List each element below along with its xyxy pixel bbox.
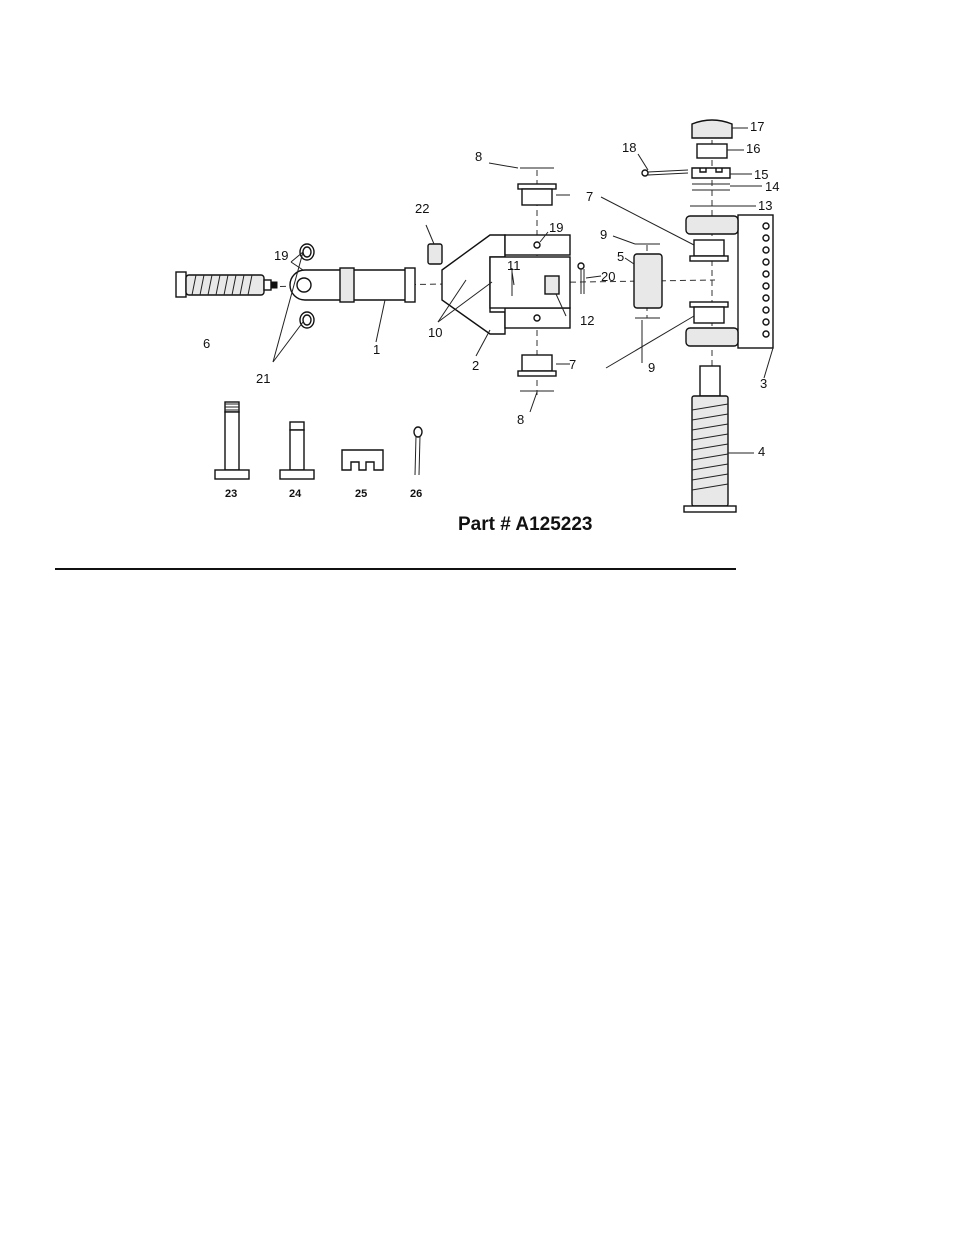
- label-25: 25: [355, 488, 367, 500]
- part-21-washers: [299, 243, 315, 329]
- part-3-outer-tube: [685, 214, 774, 349]
- label-2: 2: [472, 358, 479, 373]
- part-22-sleeve: [427, 243, 443, 265]
- part-20-pin: [577, 262, 585, 294]
- leader-lines: [272, 127, 774, 454]
- part-4-screw-leg: [683, 365, 737, 513]
- part-6-handle-screw: [175, 271, 278, 298]
- label-8-top: 8: [475, 149, 482, 164]
- horizontal-axis-line: [179, 279, 716, 289]
- part-7-bushing-bottom: [517, 354, 557, 392]
- label-23: 23: [225, 488, 237, 500]
- label-26: 26: [410, 488, 422, 500]
- part-number-labels: 1 2 3 4 5 6 7 7 8 8 9 9 10 11 12 13 14 1…: [203, 119, 779, 500]
- part-number-title: Part # A125223: [458, 514, 593, 535]
- label-20: 20: [601, 269, 615, 284]
- label-22: 22: [415, 201, 429, 216]
- part-12-block: [544, 275, 560, 295]
- label-21: 21: [256, 371, 270, 386]
- label-10: 10: [428, 325, 442, 340]
- label-3: 3: [760, 376, 767, 391]
- part-7-inner-bushing-top: [693, 239, 725, 257]
- label-1: 1: [373, 342, 380, 357]
- part-26-cotter-pin: [413, 426, 423, 476]
- part-18-cotter-pin: [641, 169, 689, 177]
- label-6: 6: [203, 336, 210, 351]
- label-14: 14: [765, 179, 779, 194]
- label-9-bottom: 9: [648, 360, 655, 375]
- label-15: 15: [754, 167, 768, 182]
- part-24-pin: [279, 421, 315, 480]
- label-12: 12: [580, 313, 594, 328]
- label-19-left: 19: [274, 248, 288, 263]
- parts-13-17-top-stack: [690, 119, 734, 207]
- part-25-bracket: [341, 449, 384, 471]
- part-2-swivel-bracket: [441, 234, 571, 335]
- part-7-bushing-top: [517, 167, 557, 206]
- label-9-top: 9: [600, 227, 607, 242]
- label-17: 17: [750, 119, 764, 134]
- label-18: 18: [622, 140, 636, 155]
- label-11: 11: [507, 258, 521, 273]
- label-13: 13: [758, 198, 772, 213]
- part-7-inner-bushing-bottom: [689, 301, 729, 308]
- label-5: 5: [617, 249, 624, 264]
- label-24: 24: [289, 488, 302, 500]
- label-19-right: 19: [549, 220, 563, 235]
- label-7-bottom: 7: [569, 357, 576, 372]
- label-16: 16: [746, 141, 760, 156]
- part-23-pin: [214, 401, 250, 480]
- label-8-bottom: 8: [517, 412, 524, 427]
- part-5-spacer: [633, 243, 663, 319]
- label-7-top: 7: [586, 189, 593, 204]
- part-1-inner-tube: [289, 267, 416, 303]
- label-4: 4: [758, 444, 765, 459]
